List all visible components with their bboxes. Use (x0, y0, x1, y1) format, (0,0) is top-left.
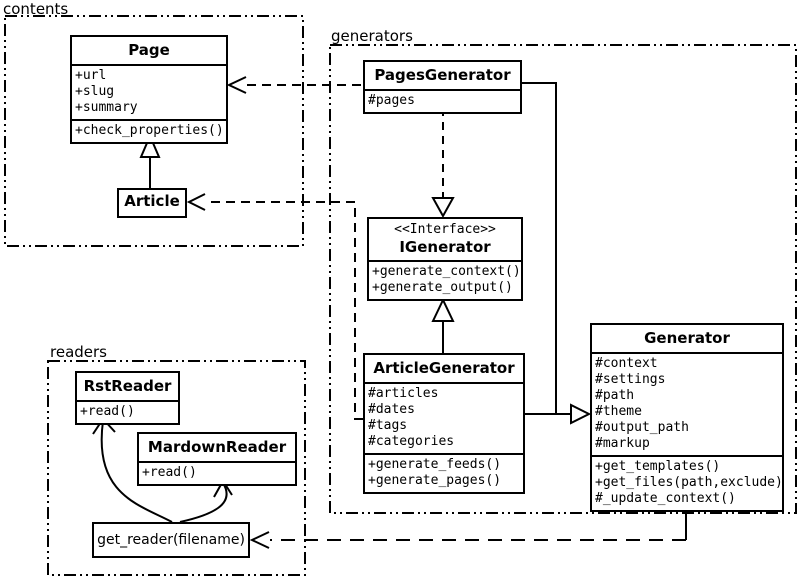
class-page-methods: +check_properties() (72, 119, 226, 142)
interface-igenerator: <<Interface>> IGenerator +generate_conte… (367, 217, 523, 301)
package-label-readers: readers (50, 343, 107, 361)
method: +generate_output() (372, 280, 513, 295)
realization-pagesgenerator-to-igenerator (431, 108, 455, 219)
dependency-articlegenerator-to-article (186, 193, 363, 420)
method: +generate_context() (372, 264, 521, 279)
attribute: #settings (595, 372, 666, 387)
class-page: Page +url +slug +summary +check_properti… (70, 35, 228, 144)
class-pagesgenerator-attributes: #pages (365, 89, 520, 112)
class-generator: Generator #context #settings #path #them… (590, 323, 784, 512)
open-arrowhead (186, 193, 206, 211)
class-mardownreader: MardownReader +read() (137, 432, 297, 486)
open-arrowhead (249, 531, 270, 549)
attribute: #dates (368, 402, 415, 417)
attribute: #context (595, 356, 658, 371)
interface-igenerator-name: IGenerator (399, 238, 491, 256)
method: +read() (80, 404, 135, 419)
class-articlegenerator-name: ArticleGenerator (373, 359, 515, 377)
class-mardownreader-name: MardownReader (147, 438, 287, 456)
method: +check_properties() (75, 123, 224, 138)
interface-stereotype: <<Interface>> (394, 222, 496, 237)
dependency-pagesgenerator-to-page (226, 76, 363, 94)
attribute: #articles (368, 386, 439, 401)
method: #_update_context() (595, 491, 736, 506)
attribute: #markup (595, 436, 650, 451)
attribute: +url (75, 68, 107, 83)
class-articlegenerator: ArticleGenerator #articles #dates #tags … (363, 353, 525, 494)
class-pagesgenerator: PagesGenerator #pages (363, 60, 522, 114)
method: +generate_pages() (368, 473, 502, 488)
class-rstreader: RstReader +read() (75, 371, 180, 425)
generalization-articlegenerator-to-igenerator (431, 297, 455, 353)
attribute: #pages (368, 93, 415, 108)
interface-igenerator-header: <<Interface>> IGenerator (369, 219, 521, 260)
package-label-generators: generators (331, 27, 413, 45)
class-generator-attributes: #context #settings #path #theme #output_… (592, 352, 782, 455)
method: +generate_feeds() (368, 457, 502, 472)
open-arrowhead (226, 76, 247, 94)
class-generator-name: Generator (644, 329, 730, 347)
attribute: #output_path (595, 420, 689, 435)
attribute: +summary (75, 100, 138, 115)
arrow-getreader-to-mardownreader (179, 479, 233, 523)
class-pagesgenerator-name: PagesGenerator (374, 66, 511, 84)
method: +get_templates() (595, 459, 721, 474)
package-generators-border (329, 44, 797, 514)
class-article-name: Article (124, 192, 180, 210)
class-page-name: Page (128, 41, 170, 59)
class-rstreader-methods: +read() (77, 400, 178, 423)
class-page-attributes: +url +slug +summary (72, 64, 226, 119)
package-readers-border (47, 360, 306, 576)
generalization-article-to-page (139, 133, 161, 188)
package-label-contents: contents (3, 0, 69, 18)
class-rstreader-name: RstReader (83, 377, 172, 395)
class-mardownreader-methods: +read() (139, 461, 295, 484)
method: +read() (142, 465, 197, 480)
class-articlegenerator-methods: +generate_feeds() +generate_pages() (365, 453, 523, 492)
attribute: #categories (368, 434, 455, 449)
class-articlegenerator-attributes: #articles #dates #tags #categories (365, 382, 523, 453)
generalization-to-generator (522, 82, 592, 425)
attribute: #tags (368, 418, 408, 433)
method: +get_files(path,exclude) (595, 475, 783, 490)
attribute: +slug (75, 84, 115, 99)
attribute: #path (595, 388, 635, 403)
attribute: #theme (595, 404, 642, 419)
class-article: Article (117, 188, 187, 218)
package-contents-border (4, 15, 304, 247)
interface-igenerator-methods: +generate_context() +generate_output() (369, 260, 521, 299)
class-generator-methods: +get_templates() +get_files(path,exclude… (592, 455, 783, 510)
function-get-reader: get_reader(filename) (92, 522, 250, 558)
